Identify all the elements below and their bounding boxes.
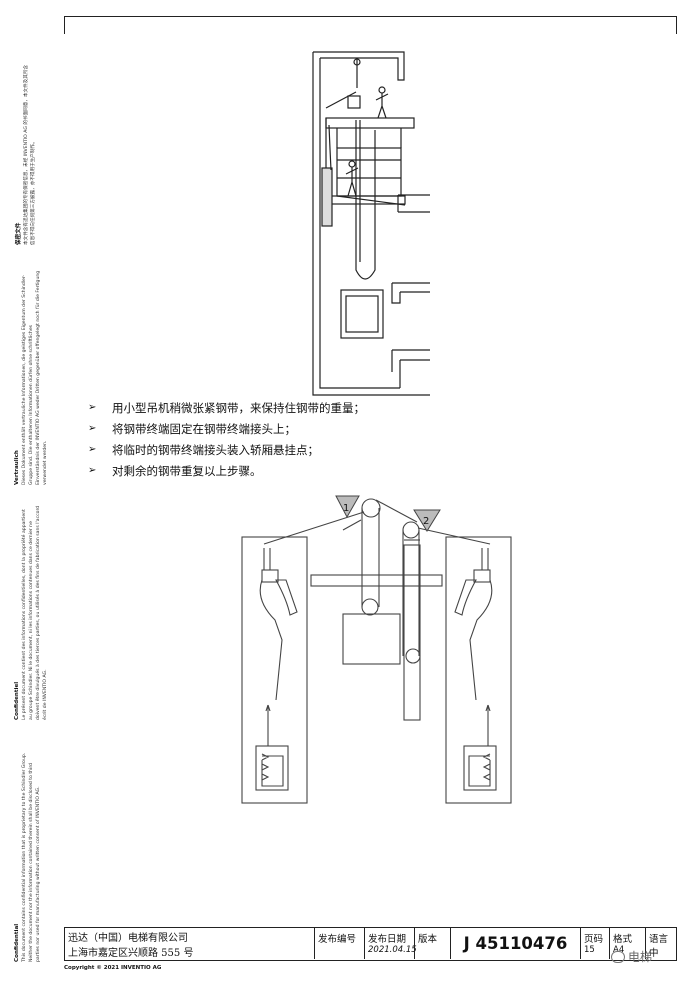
- copyright-notice: Copyright © 2021 INVENTIO AG: [64, 965, 162, 971]
- step-item: ➢ 对剩余的钢带重复以上步骤。: [88, 460, 365, 481]
- shaft-wall-left: [312, 52, 430, 396]
- language-cell: 语言 中: [645, 928, 676, 959]
- marker-label-2: 2: [423, 516, 429, 527]
- bullet-arrow-icon: ➢: [88, 444, 97, 455]
- bullet-arrow-icon: ➢: [88, 402, 97, 413]
- company-info: 迅达（中国）电梯有限公司 上海市嘉定区兴顺路 555 号: [68, 931, 193, 961]
- worker-icon: [348, 160, 356, 168]
- watermark-text: 电梯: [628, 950, 653, 964]
- step-text: 将临时的钢带终端接头装入轿厢悬挂点；: [112, 442, 319, 457]
- step-text: 用小型吊机稍微张紧钢带，来保持住钢带的重量；: [112, 400, 365, 415]
- left-termination-box: [241, 536, 308, 804]
- company-address: 上海市嘉定区兴顺路 555 号: [68, 948, 194, 959]
- marker-triangle-1: [335, 495, 360, 519]
- procedure-steps: ➢ 用小型吊机稍微张紧钢带，来保持住钢带的重量； ➢ 将钢带终端固定在钢带终端接头上…: [88, 397, 365, 481]
- bullet-arrow-icon: ➢: [88, 465, 97, 476]
- format-label: 格式: [613, 934, 633, 945]
- issue-date-label: 发布日期: [368, 934, 407, 945]
- right-termination-box: [445, 536, 512, 804]
- landing-door-frame: [391, 282, 430, 304]
- car-cabin: [342, 613, 401, 665]
- step-item: ➢ 将钢带终端固定在钢带终端接头上；: [88, 418, 365, 439]
- marker-label-1: 1: [343, 503, 349, 514]
- page-cell: 页码 15: [580, 928, 609, 959]
- issue-date-value: 2021.04.15: [368, 945, 417, 955]
- support-beam: [310, 574, 443, 587]
- chat-bubble-icon: [611, 950, 625, 963]
- version-label: 版本: [418, 934, 438, 945]
- issue-number-cell: 发布编号: [314, 928, 364, 959]
- step-text: 对剩余的钢带重复以上步骤。: [112, 463, 262, 478]
- counterweight: [340, 289, 384, 339]
- bullet-arrow-icon: ➢: [88, 423, 97, 434]
- belt-termination-schematic: [241, 498, 512, 804]
- worker-icon: [378, 86, 386, 94]
- page-value: 15: [584, 945, 595, 955]
- page-frame-right: [676, 16, 677, 34]
- format-value: A4: [613, 945, 625, 955]
- marker-triangle-2: [413, 509, 441, 532]
- shaft-ceiling: [313, 51, 405, 81]
- language-label: 语言: [649, 934, 669, 945]
- format-cell: 格式 A4: [609, 928, 645, 959]
- issue-date-cell: 发布日期 2021.04.15: [364, 928, 417, 959]
- watermark: 电梯: [611, 948, 652, 965]
- top-pulley: [361, 498, 381, 518]
- step-text: 将钢带终端固定在钢带终端接头上；: [112, 421, 296, 436]
- step-item: ➢ 将临时的钢带终端接头装入轿厢悬挂点；: [88, 439, 365, 460]
- title-block: 迅达（中国）电梯有限公司 上海市嘉定区兴顺路 555 号 发布编号 发布日期 2…: [64, 927, 677, 961]
- step-item: ➢ 用小型吊机稍微张紧钢带，来保持住钢带的重量；: [88, 397, 365, 418]
- page-frame-left: [64, 16, 65, 34]
- counterweight-guide: [403, 544, 421, 721]
- language-value: 中: [649, 948, 659, 959]
- document-number: J 45110476: [450, 928, 580, 959]
- page-label: 页码: [584, 934, 604, 945]
- issue-number-label: 发布编号: [318, 934, 357, 945]
- company-name: 迅达（中国）电梯有限公司: [68, 933, 188, 944]
- page-frame-top: [64, 16, 677, 17]
- version-cell: 版本: [414, 928, 450, 959]
- belt-loop: [355, 120, 376, 280]
